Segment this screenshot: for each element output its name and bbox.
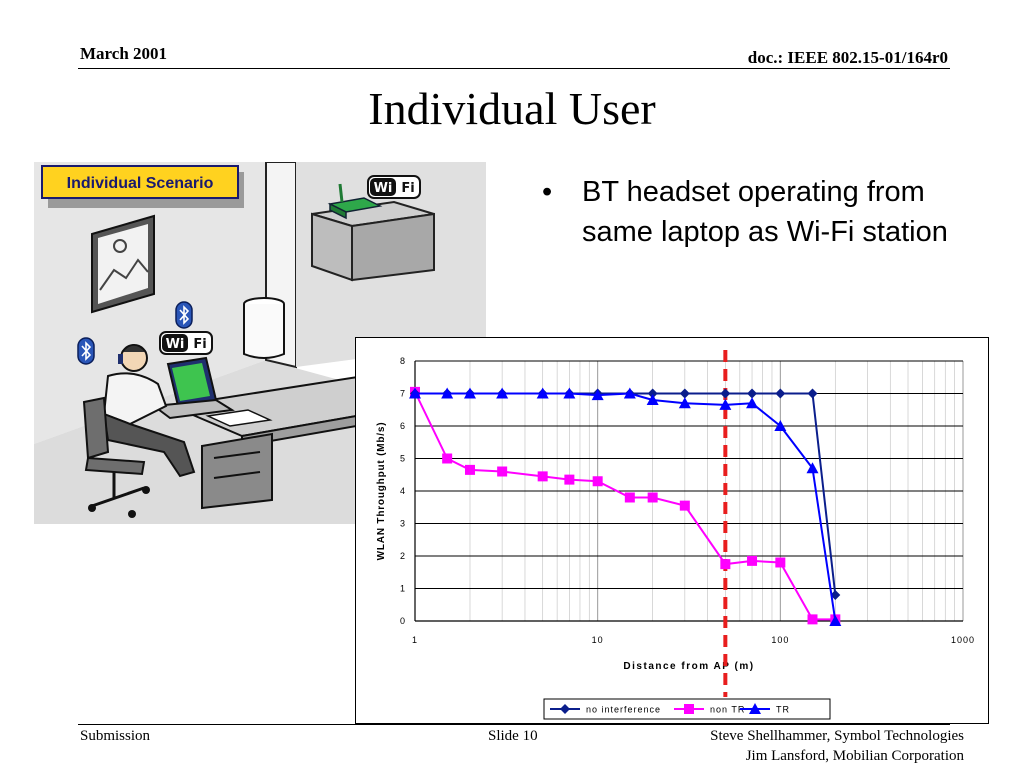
y-tick-label: 0 [400,616,405,626]
bluetooth-icon [77,337,95,365]
data-point [647,388,658,399]
footer-divider [78,724,950,725]
svg-text:Wi: Wi [374,181,393,196]
footer-slide-number: Slide 10 [488,728,538,744]
data-point [775,557,786,568]
legend-marker [749,703,761,714]
footer-author-1: Steve Shellhammer, Symbol Technologies [710,728,964,744]
y-axis-title: WLAN Throughput (Mb/s) [376,422,387,561]
x-tick-label: 100 [771,635,789,645]
data-point [679,388,690,399]
legend-label: TR [776,705,790,715]
data-point [441,387,454,399]
bluetooth-icon [175,301,193,329]
data-point [807,614,818,625]
y-tick-label: 3 [400,519,405,529]
data-point [592,476,603,487]
data-point [463,387,476,399]
data-point [536,387,549,399]
chart-legend: no interference non TR TR [543,698,831,720]
trash-can [243,297,285,359]
data-point [806,462,819,474]
legend-marker [560,704,570,714]
y-tick-label: 4 [400,486,405,496]
data-point [624,492,635,503]
data-point [720,559,731,570]
data-point [807,388,818,399]
data-point [647,492,658,503]
bullet-dot: • [542,176,553,208]
footer-author-2: Jim Lansford, Mobilian Corporation [745,748,964,764]
scenario-badge-label: Individual Scenario [67,175,214,192]
footer-submission: Submission [80,728,151,744]
header-doc-id: doc.: IEEE 802.15-01/164r0 [747,48,948,67]
data-point [830,590,841,600]
x-tick-label: 1 [412,635,418,645]
data-point [775,388,786,399]
svg-text:Wi: Wi [166,337,185,352]
data-point [747,555,758,566]
router-icon [327,183,383,220]
x-tick-label: 10 [592,635,604,645]
svg-text:Fi: Fi [193,337,206,352]
data-point [497,466,508,477]
legend-marker [684,704,694,714]
data-point [442,453,453,464]
y-tick-label: 6 [400,421,405,431]
x-tick-label: 1000 [951,635,975,645]
y-tick-label: 5 [400,454,405,464]
data-point [464,464,475,475]
data-point [409,387,421,399]
bullet-item: • BT headset operating from same laptop a… [542,172,962,252]
data-point [564,474,575,485]
data-point [774,420,787,431]
legend-label: non TR [710,705,745,715]
header-date: March 2001 [80,44,168,63]
y-tick-label: 7 [400,389,405,399]
data-point [591,389,604,401]
wall-picture [91,214,155,314]
laptop-icon [151,356,235,420]
data-point [678,397,691,409]
legend-label: no interference [586,705,661,715]
data-point [829,615,842,626]
data-point [679,500,690,511]
data-point [747,388,758,399]
header-divider [78,68,950,69]
person-at-desk [82,344,196,518]
bullet-list: • BT headset operating from same laptop a… [542,172,962,252]
data-point [563,387,576,399]
y-tick-label: 8 [400,356,405,366]
svg-text:Fi: Fi [401,181,414,196]
x-axis-title: Distance from AP (m) [623,661,754,672]
wifi-badge-icon: Wi Fi [159,331,213,355]
data-point [719,398,732,410]
data-point [623,387,636,399]
slide-title: Individual User [368,83,656,134]
wifi-badge-icon: Wi Fi [367,175,421,199]
y-tick-label: 1 [400,584,405,594]
data-point [537,471,548,482]
y-tick-label: 2 [400,551,405,561]
scenario-badge: Individual Scenario [41,165,244,208]
data-point [496,387,509,399]
data-point [646,394,659,405]
data-point [720,388,731,399]
data-point [746,397,759,409]
bullet-text: BT headset operating from same laptop as… [582,176,948,248]
